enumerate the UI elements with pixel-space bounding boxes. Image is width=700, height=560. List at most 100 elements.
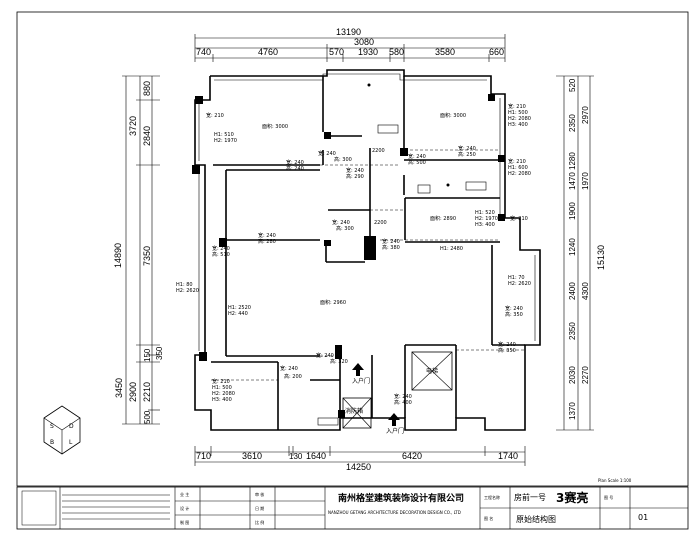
door-7-w: 宽: 240 <box>382 238 400 245</box>
small-h3: H3: 400 <box>475 222 495 228</box>
door-10-h: 高: 200 <box>284 373 302 380</box>
dim-top-2: 4760 <box>258 47 278 57</box>
dim-left-l3: 3450 <box>114 378 124 398</box>
door-14-w: 宽: 240 <box>316 352 334 359</box>
dim-bottom-total: 14250 <box>346 462 371 472</box>
logo-d: D <box>69 423 74 430</box>
drain-icon-2 <box>446 183 450 187</box>
fixtures <box>317 83 487 426</box>
tb-cell-3: 制 图 <box>180 519 189 525</box>
rt-win-w: 宽: 210 <box>508 103 526 110</box>
dim-right-10: 4300 <box>581 282 590 300</box>
sink-icon <box>377 124 399 134</box>
door-4-w: 宽: 240 <box>332 219 350 226</box>
dim-top-6: 3580 <box>435 47 455 57</box>
door-1-h: 高: 300 <box>334 156 352 163</box>
scale-note: Plan Scale 1:100 <box>598 478 632 483</box>
drain-icon <box>367 83 371 87</box>
rt-win-h1: H1: 500 <box>508 110 528 116</box>
tb-cell-2: 设 计 <box>180 505 189 511</box>
rt-win-h3: H3: 400 <box>508 122 528 128</box>
dim-right-9: 2400 <box>568 282 577 300</box>
logo-s: S <box>50 423 54 430</box>
door-9-w: 宽: 240 <box>458 145 476 152</box>
dim-right-12: 2030 <box>568 366 577 384</box>
dim-bottom-1: 710 <box>196 451 211 461</box>
small-h2: H2: 1970 <box>475 216 498 222</box>
tb-cell-1: 业 主 <box>180 491 189 497</box>
door-labels: 宽: 240 高: 300 宽: 240 高: 240 宽: 240 高: 29… <box>212 145 523 406</box>
entrance-arrow-icon-2 <box>388 413 400 426</box>
master-area: 面积: 3000 <box>262 123 288 130</box>
master-h1: H1: 510 <box>214 132 234 138</box>
walls <box>194 69 541 431</box>
door-5-h: 高: 280 <box>258 238 276 245</box>
basin-icon <box>317 417 339 426</box>
rt-win-h2: H2: 2080 <box>508 116 531 122</box>
tb-cell-6: 比 例 <box>255 519 264 525</box>
small-area: 面积: 2890 <box>430 215 456 222</box>
entrance-arrow-icon <box>352 363 364 376</box>
rm-win-h2: H2: 2080 <box>508 171 531 177</box>
dim-bottom-2: 3610 <box>242 451 262 461</box>
living-area: 面积: 2960 <box>320 299 346 306</box>
title-logo-box <box>21 490 57 526</box>
small-h1: H1: 520 <box>475 210 495 216</box>
dim-left-l5: 2210 <box>142 382 152 402</box>
dim-bottom-3: 130 <box>289 452 303 461</box>
master-h2: H2: 1970 <box>214 138 237 144</box>
tb-cell-title: 图 名 <box>484 515 493 521</box>
sheet-number: 01 <box>638 513 648 522</box>
door-10-w: 宽: 240 <box>280 365 298 372</box>
basin-icon-2 <box>417 184 431 194</box>
logo-b: B <box>50 439 54 446</box>
small-win: 宽: 210 <box>510 215 528 222</box>
living-h1: H1: 2520 <box>228 305 251 311</box>
tb-cell-5: 日 期 <box>255 505 264 511</box>
door-5-w: 宽: 240 <box>258 232 276 239</box>
bl-h1: H1: 500 <box>212 385 232 391</box>
door-4-h: 高: 300 <box>336 225 354 232</box>
door-8-w: 宽: 240 <box>408 153 426 160</box>
h2480: H1: 2480 <box>440 246 463 252</box>
fire-cabinet: 消防箱 <box>342 397 372 429</box>
door-1-w: 宽: 240 <box>318 150 336 157</box>
dim-right-1: 520 <box>568 78 577 92</box>
elevator-shaft: 电梯 <box>411 351 453 391</box>
dim-right-8: 1240 <box>568 238 577 256</box>
door-3-w: 宽: 240 <box>346 167 364 174</box>
dim-left-l1: 350 <box>155 346 164 360</box>
stove-icon <box>465 181 487 191</box>
tb-cell-project: 工程名称 <box>484 494 500 500</box>
door-11-w: 宽: 240 <box>394 393 412 400</box>
door-3-h: 高: 290 <box>346 173 364 180</box>
dim-right-11: 2350 <box>568 322 577 340</box>
dim-left-l2: 150 <box>143 348 152 362</box>
right-dimension-chain: 15130 520 2970 2350 1280 1470 1900 1970 … <box>556 75 606 431</box>
dim-top-3: 570 <box>329 47 344 57</box>
dim-top-5: 580 <box>389 47 404 57</box>
company-logo: S D B L <box>43 405 81 455</box>
dim-right-4: 1280 <box>568 152 577 170</box>
dim-top-4: 1930 <box>358 47 378 57</box>
dim-bottom-5: 6420 <box>402 451 422 461</box>
door-12-h: 高: 350 <box>505 311 523 318</box>
dim-left-total: 14890 <box>113 243 123 268</box>
rm-win-h1: H1: 600 <box>508 165 528 171</box>
project-name: 房前一号 <box>514 492 546 502</box>
dim-right-3: 2350 <box>568 114 577 132</box>
dim-left-l4: 2900 <box>128 382 138 402</box>
dim-right-5: 1470 <box>568 172 577 190</box>
door-13-h: 高: 350 <box>498 347 516 354</box>
dim-bottom-4: 1640 <box>306 451 326 461</box>
door-8-h: 高: 500 <box>408 159 426 166</box>
dim-right-7: 1970 <box>581 172 590 190</box>
door-14-h: 高: 320 <box>330 358 348 365</box>
dim-right-6: 1900 <box>568 202 577 220</box>
master-window: 宽: 210 <box>206 112 224 119</box>
dim-right-total: 15130 <box>596 245 606 270</box>
door-11-h: 高: 400 <box>394 399 412 406</box>
title-block: 业 主 设 计 制 图 审 核 日 期 比 例 南州格堂建筑装饰设计有限公司 N… <box>16 486 689 530</box>
shaft-label: 消防箱 <box>345 407 363 415</box>
